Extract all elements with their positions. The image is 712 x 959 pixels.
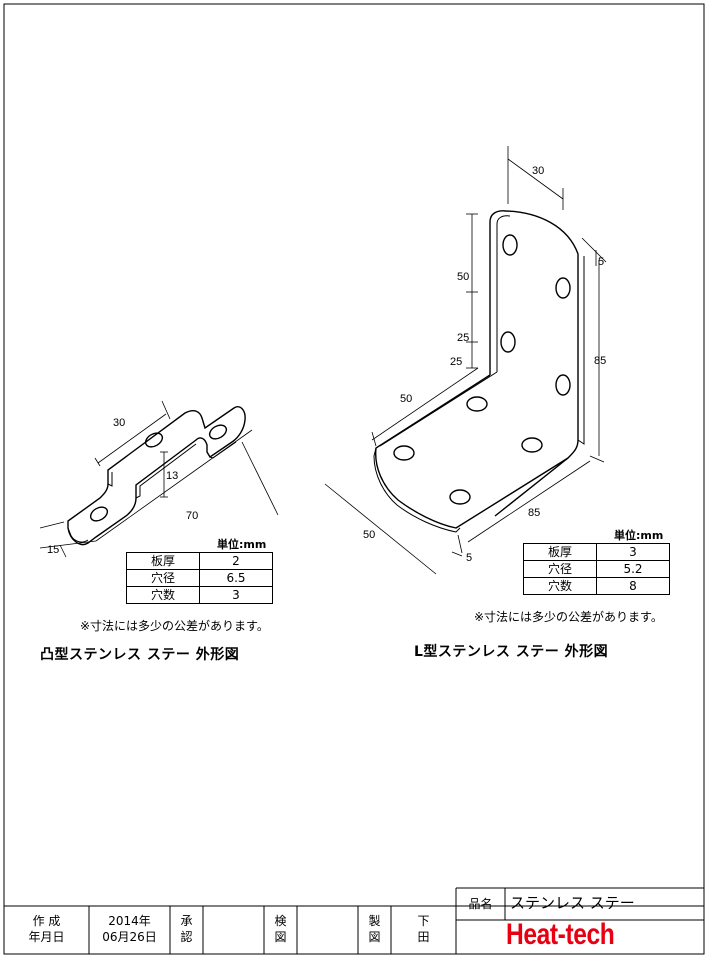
check-line1: 検 bbox=[274, 914, 287, 928]
created-label-line2: 年月日 bbox=[28, 930, 65, 944]
spec-label: 穴径 bbox=[523, 560, 597, 578]
l-bracket-hole bbox=[521, 437, 543, 453]
dim-convex-width: 30 bbox=[113, 417, 125, 429]
tolerance-note-left: ※寸法には多少の公差があります。 bbox=[80, 619, 269, 633]
item-name-label: 品名 bbox=[468, 897, 493, 911]
dim-l-top: 30 bbox=[532, 165, 544, 177]
l-bracket-dimensions bbox=[324, 146, 607, 575]
l-bracket-hole bbox=[555, 374, 571, 396]
spec-value: 5.2 bbox=[596, 560, 670, 578]
make-line2: 図 bbox=[368, 930, 381, 944]
company-logo: Heat-tech bbox=[506, 918, 615, 951]
convex-bracket-drawing bbox=[67, 406, 246, 546]
l-bracket-hole bbox=[466, 396, 488, 412]
make-line1: 製 bbox=[368, 914, 381, 928]
approve-label: 承 認 bbox=[170, 913, 203, 945]
l-bracket-base-plate bbox=[375, 374, 569, 529]
dim-l-edge-top: 5 bbox=[598, 256, 604, 268]
created-date-label: 作 成 年月日 bbox=[4, 913, 89, 945]
unit-label-right: 単位:mm bbox=[614, 529, 664, 542]
dim-convex-depth: 15 bbox=[47, 544, 59, 556]
spec-label: 穴数 bbox=[523, 577, 597, 595]
dim-l-height: 85 bbox=[594, 355, 606, 367]
dim-convex-height: 13 bbox=[166, 470, 178, 482]
spec-value: 3 bbox=[199, 586, 273, 604]
tolerance-note-right: ※寸法には多少の公差があります。 bbox=[474, 610, 663, 624]
l-bracket-hole bbox=[502, 234, 518, 256]
caption-left: 凸型ステンレス ステー 外形図 bbox=[40, 647, 240, 663]
dim-l-v1: 50 bbox=[457, 271, 469, 283]
date-line2: 06月26日 bbox=[102, 930, 157, 944]
l-bracket-vertical-plate bbox=[489, 210, 579, 517]
dim-l-v2: 25 bbox=[457, 332, 469, 344]
l-bracket-hole bbox=[555, 277, 571, 299]
dim-l-v3: 25 bbox=[450, 356, 462, 368]
created-date-value: 2014年 06月26日 bbox=[89, 913, 170, 945]
check-line2: 図 bbox=[274, 930, 287, 944]
convex-bracket-dimensions bbox=[39, 400, 279, 558]
spec-label: 穴径 bbox=[126, 569, 200, 587]
dim-l-depth: 50 bbox=[363, 529, 375, 541]
created-label-line1: 作 成 bbox=[32, 914, 61, 928]
l-bracket-hole bbox=[393, 445, 415, 461]
convex-bracket-hole bbox=[89, 506, 109, 522]
convex-bracket-hole bbox=[208, 424, 228, 440]
check-label: 検 図 bbox=[264, 913, 297, 945]
spec-label: 板厚 bbox=[523, 543, 597, 561]
spec-value: 6.5 bbox=[199, 569, 273, 587]
l-bracket-drawing bbox=[373, 210, 585, 533]
dim-l-length: 85 bbox=[528, 507, 540, 519]
dim-l-edge-bottom: 5 bbox=[466, 552, 472, 564]
title-block-lines bbox=[4, 887, 704, 954]
dim-l-h1: 50 bbox=[400, 393, 412, 405]
approve-line1: 承 bbox=[180, 914, 193, 928]
spec-value: 3 bbox=[596, 543, 670, 561]
spec-value: 2 bbox=[199, 552, 273, 570]
drafter-line1: 下 bbox=[417, 914, 430, 928]
unit-label-left: 単位:mm bbox=[217, 538, 267, 551]
approve-line2: 認 bbox=[180, 930, 193, 944]
caption-right: L型ステンレス ステー 外形図 bbox=[414, 644, 609, 660]
dim-convex-length: 70 bbox=[186, 510, 198, 522]
date-line1: 2014年 bbox=[108, 914, 151, 928]
spec-label: 板厚 bbox=[126, 552, 200, 570]
make-label: 製 図 bbox=[358, 913, 391, 945]
l-bracket-hole bbox=[500, 331, 516, 353]
spec-value: 8 bbox=[596, 577, 670, 595]
drafter-line2: 田 bbox=[417, 930, 430, 944]
drafter-name: 下 田 bbox=[391, 913, 456, 945]
convex-bracket-outline bbox=[67, 406, 246, 546]
convex-bracket-hole bbox=[144, 432, 164, 448]
item-name-value: ステンレス ステー bbox=[510, 894, 635, 912]
l-bracket-hole bbox=[449, 489, 471, 505]
sheet-border bbox=[3, 3, 705, 955]
spec-label: 穴数 bbox=[126, 586, 200, 604]
